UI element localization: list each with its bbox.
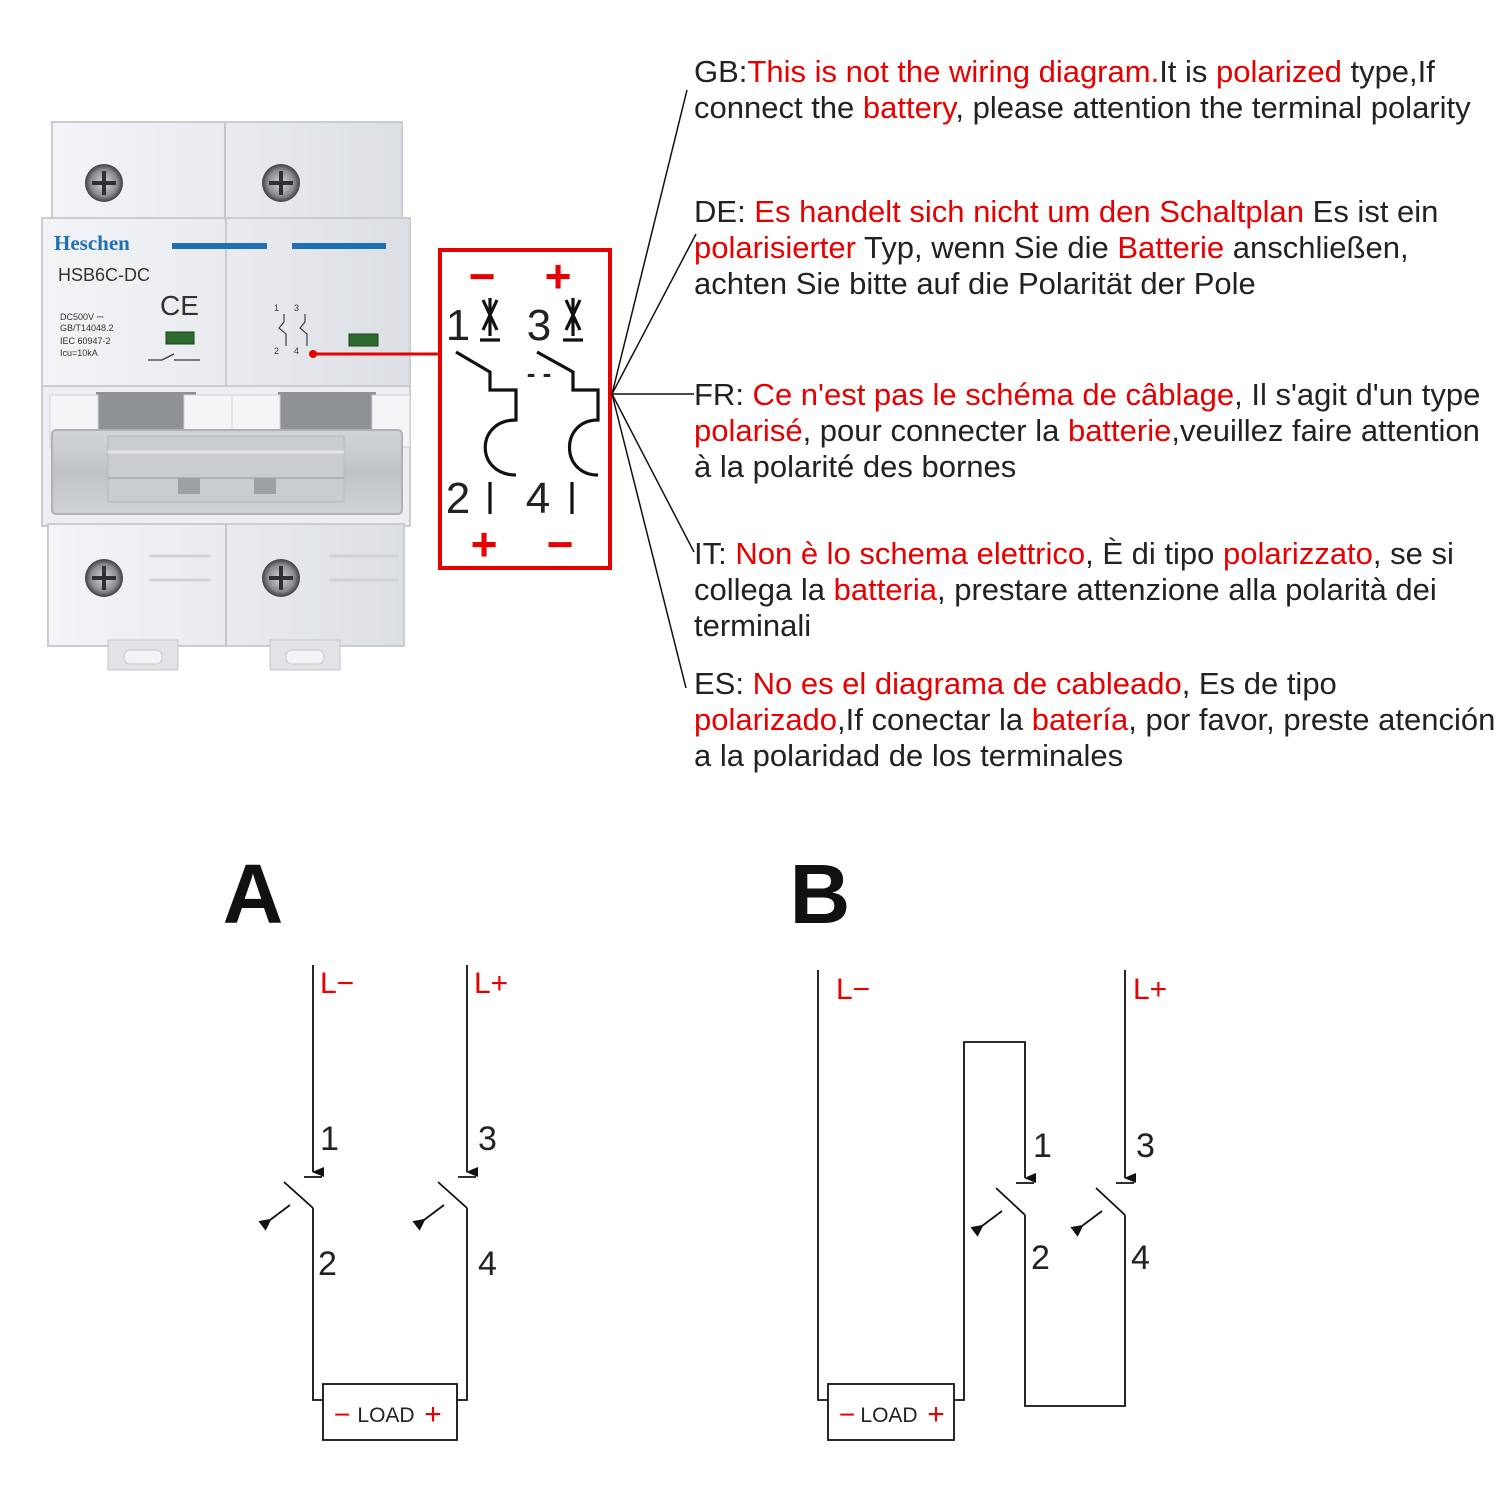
load-box: − LOAD + [334,1398,442,1431]
wiring-diagram-b: B L− L+ 1 2 3 4 [790,847,1167,1441]
note-lang-label: GB: [694,54,748,89]
terminal-label-4: 4 [478,1245,497,1283]
svg-text:3: 3 [294,303,299,313]
svg-text:−: − [839,1399,855,1430]
polarity-sign-top-left: − [469,250,496,302]
screw-icon [85,164,123,202]
terminal-label-3: 3 [527,301,551,350]
line-pos-label: L+ [474,967,508,1000]
screw-icon [85,559,123,597]
terminal-label-1: 1 [1033,1127,1052,1165]
svg-text:LOAD: LOAD [357,1404,414,1427]
brand-logo-text: Heschen [54,231,130,255]
wiring-diagram-a: A L− L+ 1 2 3 4 − LOAD [223,847,508,1441]
terminal-label-3: 3 [1136,1127,1155,1165]
terminal-label-4: 4 [526,474,550,523]
svg-text:+: + [927,1398,945,1431]
spec-line: Icu=10kA [60,348,98,358]
diagram-title-a: A [223,847,284,941]
svg-text:LOAD: LOAD [860,1404,917,1427]
line-neg-label: L− [320,967,354,1000]
terminal-label-4: 4 [1131,1239,1150,1277]
note-es: ES: No es el diagrama de cableado, Es de… [694,666,1496,773]
note-lang-label: FR: [694,377,744,412]
note-it: IT: Non è lo schema elettrico, È di tipo… [694,536,1454,643]
terminal-label-3: 3 [478,1120,497,1158]
note-lang-label: ES: [694,666,744,701]
svg-text:−: − [334,1399,350,1430]
diagram-title-b: B [790,847,851,941]
polarity-sign-bottom-left: + [471,518,498,570]
line-neg-label: L− [836,973,870,1006]
ce-mark: CE [160,290,199,321]
note-lang-label: DE: [694,194,746,229]
screw-icon [262,164,300,202]
terminal-label-1: 1 [320,1120,339,1158]
pole-separator: - - [527,358,552,388]
spec-line: GB/T14048.2 [60,323,114,333]
terminal-label-2: 2 [446,474,470,523]
spec-line: IEC 60947-2 [60,336,111,346]
svg-text:2: 2 [274,346,279,356]
model-label: HSB6C-DC [58,265,150,285]
svg-text:+: + [424,1398,442,1431]
note-de: DE: Es handelt sich nicht um den Schaltp… [694,194,1439,301]
svg-text:1: 1 [274,303,279,313]
screw-icon [262,559,300,597]
terminal-label-1: 1 [446,301,470,350]
circuit-breaker-device: Heschen HSB6C-DC CE DC500V ⎓ GB/T14048.2… [41,121,440,671]
note-lang-label: IT: [694,536,727,571]
polarity-sign-bottom-right: − [547,518,574,570]
load-box: − LOAD + [839,1398,945,1431]
callout-lines [611,89,697,689]
terminal-label-2: 2 [1031,1239,1050,1277]
svg-text:4: 4 [294,346,299,356]
wiring-diagrams: A L− L+ 1 2 3 4 − LOAD [223,847,1167,1441]
polarity-sign-top-right: + [545,250,572,302]
breaker-schematic [455,298,600,514]
spec-line: DC500V ⎓ [60,312,104,322]
polarity-box: − + 1 3 2 4 + − - - [438,248,612,570]
terminal-label-2: 2 [318,1245,337,1283]
line-pos-label: L+ [1133,973,1167,1006]
device-terminal-schematic: 1 3 2 4 [274,303,308,356]
top-illustration: Heschen HSB6C-DC CE DC500V ⎓ GB/T14048.2… [41,89,697,689]
note-fr: FR: Ce n'est pas le schéma de câblage, I… [694,377,1481,484]
note-gb: GB:This is not the wiring diagram.It is … [694,54,1471,125]
